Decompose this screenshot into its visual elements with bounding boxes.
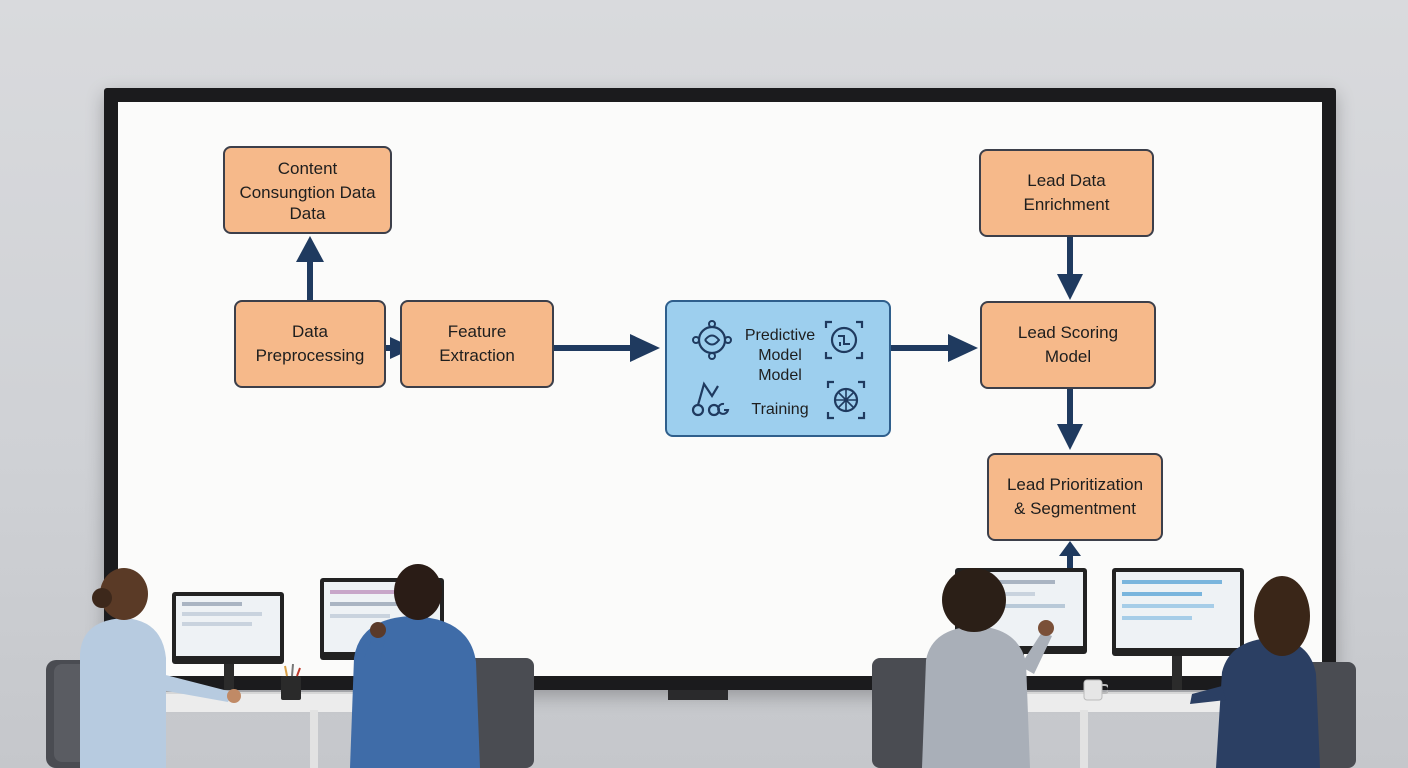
- node-enrichment-line-2: Enrichment: [1023, 195, 1110, 214]
- pencil-cup-icon: [281, 664, 301, 700]
- node-prioritization-line-1: Lead Prioritization: [1006, 475, 1144, 494]
- arrow-head-scoring: [948, 334, 978, 362]
- node-predictive-line-1: Predictive: [744, 327, 816, 344]
- person-1: [46, 568, 241, 768]
- neural-network-icon: [692, 320, 732, 360]
- node-predictive-line-2: Model: [758, 347, 802, 364]
- node-scoring-line-1: Lead Scoring: [1017, 323, 1119, 342]
- node-content-line-2: Consungtion Data: [239, 183, 376, 202]
- node-predictive-line-4: Training: [751, 401, 809, 418]
- monitor-1-stand: [224, 664, 234, 690]
- node-data-preprocessing: Data Preprocessing: [234, 300, 386, 388]
- arrow-head-down-prioritization: [1057, 424, 1083, 450]
- node-content-line-1: Content: [277, 159, 338, 178]
- gear-circuit-icon: [826, 380, 866, 420]
- person-3: [872, 568, 1054, 768]
- coffee-mug-icon: [1083, 679, 1108, 701]
- person-2: [350, 564, 534, 768]
- node-content-consumption: Content Consungtion Data Data: [223, 146, 392, 234]
- arrow-head-up-content: [296, 236, 324, 262]
- node-enrichment-line-1: Lead Data: [1027, 171, 1106, 190]
- display-mount: [668, 690, 728, 700]
- node-preprocessing-line-2: Preprocessing: [255, 346, 365, 365]
- arrow-head-model: [630, 334, 660, 362]
- person-4: [1190, 576, 1356, 768]
- monitor-4: [1112, 568, 1244, 656]
- desk-left-leg: [310, 710, 318, 768]
- node-feature-line-1: Feature: [447, 322, 507, 341]
- node-lead-data-enrichment: Lead Data Enrichment: [979, 149, 1154, 237]
- node-feature-line-2: Extraction: [439, 346, 515, 365]
- node-prioritization-line-2: & Segmentment: [1014, 499, 1136, 518]
- node-lead-scoring-model: Lead Scoring Model: [980, 301, 1156, 389]
- node-feature-extraction: Feature Extraction: [400, 300, 554, 388]
- arrow-head-up-prioritization: [1059, 541, 1081, 556]
- arrow-head-down-scoring: [1057, 274, 1083, 300]
- robot-arm-icon: [691, 381, 730, 417]
- node-predictive-text: Predictive Model Model Training: [728, 326, 832, 420]
- node-content-line-3: Data: [289, 204, 326, 223]
- node-predictive-model-training: [665, 300, 891, 437]
- desk-right-leg: [1080, 710, 1088, 768]
- brain-circuit-icon: [824, 320, 864, 360]
- monitor-4-stand: [1172, 656, 1182, 690]
- node-scoring-line-2: Model: [1044, 347, 1092, 366]
- node-lead-prioritization: Lead Prioritization & Segmentment: [987, 453, 1163, 541]
- node-predictive-line-3: Model: [758, 367, 802, 384]
- node-preprocessing-line-1: Data: [292, 322, 328, 341]
- monitor-1: [172, 592, 284, 664]
